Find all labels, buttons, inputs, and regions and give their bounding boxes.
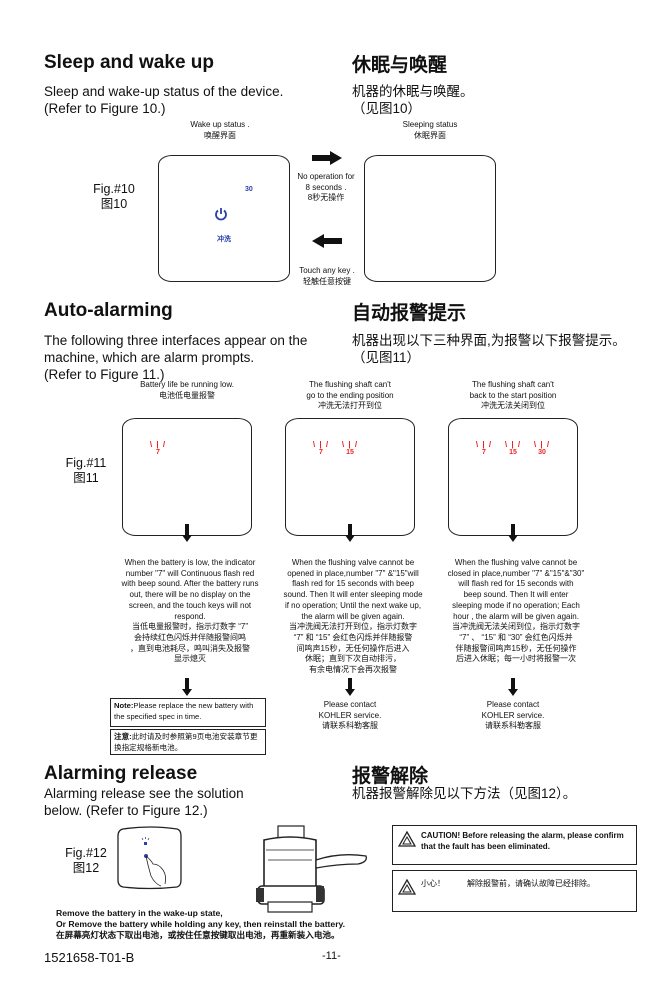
document-id: 1521658-T01-B [44, 950, 135, 965]
wake-screen: 30 冲洗 [158, 155, 290, 282]
arrow-down-icon [182, 678, 192, 696]
alarm-case-label: Battery life be running low.电池低电量报警 [140, 380, 234, 400]
alarm-indicator-7: \ | /7 [312, 440, 330, 457]
alarm-indicator-15: \ | /15 [341, 440, 359, 457]
warning-triangle-icon [398, 879, 416, 895]
alarm-title-en: Auto-alarming [44, 300, 173, 321]
sleep-screen [364, 155, 496, 282]
power-icon [215, 208, 227, 221]
warning-triangle-icon [398, 831, 416, 847]
alarm-desc-zh: 机器出现以下三种界面,为报警以下报警提示。（见图11） [352, 333, 626, 365]
arrow-down-icon [345, 678, 355, 696]
sleep-desc-en: Sleep and wake-up status of the device.(… [44, 84, 284, 116]
note-box-en: Note:Please replace the new battery with… [110, 698, 266, 727]
sleep-title-en: Sleep and wake up [44, 52, 214, 73]
alarm-title-zh: 自动报警提示 [352, 303, 467, 324]
sleep-title-zh: 休眠与唤醒 [352, 55, 448, 76]
screen-flush-label: 冲洗 [217, 236, 231, 243]
arrow-right-icon [312, 151, 342, 165]
alarm-indicator-7: \ | /7 [149, 440, 167, 457]
caution-box-zh: 小心！解除报警前，请确认故障已经排除。 [392, 870, 637, 912]
page-number: -11- [322, 950, 341, 962]
release-desc-zh: 机器报警解除见以下方法（见图12）。 [352, 786, 577, 801]
release-title-en: Alarming release [44, 763, 198, 784]
alarm-screen: \ | /7 [122, 418, 252, 536]
alarm-screen: \ | /7 \ | /15 \ | /30 [448, 418, 578, 536]
alarm-indicator-30: \ | /30 [533, 440, 551, 457]
alarm-indicator-15: \ | /15 [504, 440, 522, 457]
touch-screen-illustration [117, 826, 182, 890]
wake-status-label: Wake up status .唤醒界面 [190, 120, 250, 140]
arrow-left-icon [312, 234, 342, 248]
release-instructions: Remove the battery in the wake-up state,… [56, 908, 346, 940]
alarm-screen: \ | /7 \ | /15 [285, 418, 415, 536]
arrow-down-icon [182, 524, 192, 542]
caution-box-en: CAUTION! Before releasing the alarm, ple… [392, 825, 637, 865]
to-wake-caption: Touch any key .轻触任意按键 [299, 266, 355, 286]
flush-valve-illustration [256, 825, 367, 913]
alarm-desc-en: The following three interfaces appear on… [44, 333, 308, 382]
arrow-down-icon [508, 678, 518, 696]
sleep-desc-zh: 机器的休眠与唤醒。（见图10） [352, 84, 474, 116]
screen-number-30: 30 [245, 186, 253, 193]
release-title-zh: 报警解除 [352, 766, 429, 787]
arrow-down-icon [508, 524, 518, 542]
note-box-zh: 注意:此时请及时参照第9页电池安装章节更换指定规格新电池。 [110, 729, 266, 755]
arrow-down-icon [345, 524, 355, 542]
alarm-indicator-7: \ | /7 [475, 440, 493, 457]
